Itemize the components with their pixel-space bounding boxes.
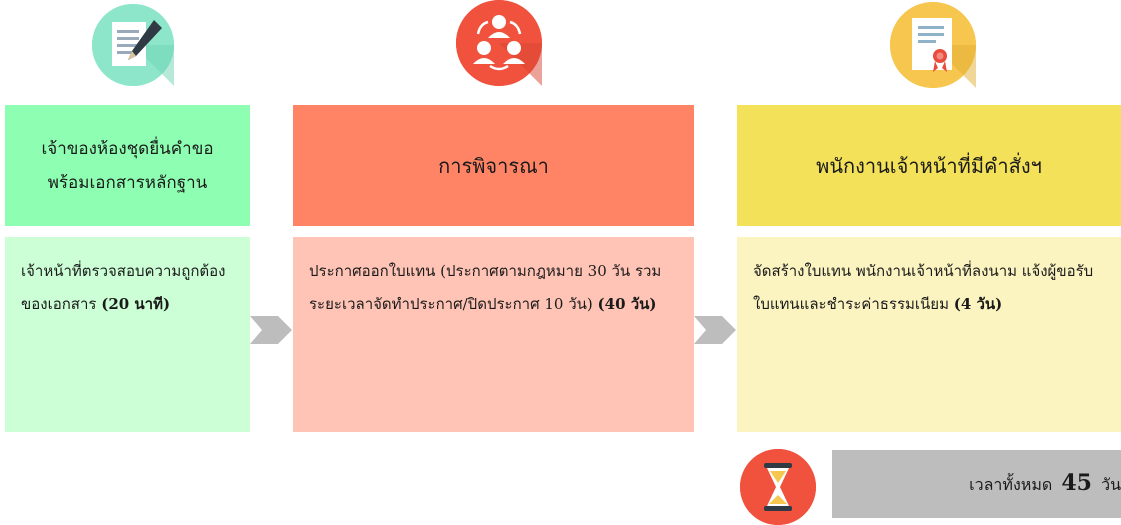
total-time-bar: เวลาทั้งหมด 45 วัน: [832, 450, 1121, 518]
step-3-body: จัดสร้างใบแทน พนักงานเจ้าหน้าที่ลงนาม แจ…: [737, 237, 1121, 432]
chevron-right-icon: [250, 316, 292, 344]
certificate-icon: [890, 2, 976, 88]
step-1-body: เจ้าหน้าที่ตรวจสอบความถูกต้องของเอกสาร (…: [5, 237, 250, 432]
chevron-right-icon: [694, 316, 736, 344]
step-1-description: เจ้าหน้าที่ตรวจสอบความถูกต้องของเอกสาร: [21, 262, 226, 313]
step-2-duration: (40 วัน): [597, 295, 657, 313]
step-3-description: จัดสร้างใบแทน พนักงานเจ้าหน้าที่ลงนาม แจ…: [753, 262, 1094, 313]
total-time-label: เวลาทั้งหมด 45 วัน: [969, 470, 1121, 498]
hourglass-icon: [740, 449, 816, 525]
total-time-suffix: วัน: [1101, 475, 1121, 494]
step-2-header: การพิจารณา: [293, 105, 694, 226]
step-3-duration: (4 วัน): [953, 295, 1003, 313]
step-2-header-label: การพิจารณา: [438, 153, 549, 178]
step-3-header: พนักงานเจ้าหน้าที่มีคำสั่งฯ: [737, 105, 1121, 226]
document-pen-icon: [92, 4, 174, 86]
step-2-body: ประกาศออกใบแทน (ประกาศตามกฎหมาย 30 วัน ร…: [293, 237, 694, 432]
total-time-prefix: เวลาทั้งหมด: [969, 475, 1053, 494]
step-1-header: เจ้าของห้องชุดยื่นคำขอ พร้อมเอกสารหลักฐา…: [5, 105, 250, 226]
step-2-description: ประกาศออกใบแทน (ประกาศตามกฎหมาย 30 วัน ร…: [309, 262, 662, 313]
total-time-number: 45: [1061, 470, 1092, 496]
step-1-duration: (20 นาที): [101, 295, 171, 313]
step-1-header-line-1: เจ้าของห้องชุดยื่นคำขอ: [41, 138, 214, 159]
step-3-header-label: พนักงานเจ้าหน้าที่มีคำสั่งฯ: [816, 153, 1042, 178]
people-exchange-icon: [456, 0, 542, 86]
step-1-header-line-2: พร้อมเอกสารหลักฐาน: [47, 172, 208, 193]
